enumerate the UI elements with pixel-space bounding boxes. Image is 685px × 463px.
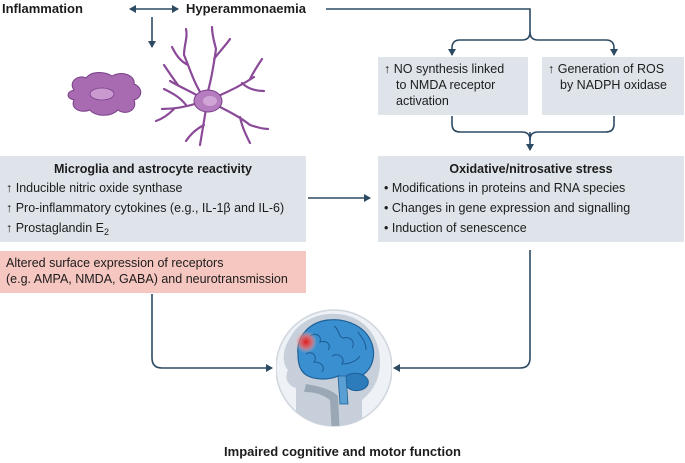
left-to-head-arrow [151, 294, 273, 372]
inflammation-label: Inflammation [2, 1, 83, 16]
merge-left-arrow [451, 116, 531, 141]
microglia-astrocyte-box: Microglia and astrocyte reactivity ↑ Ind… [0, 156, 306, 242]
prostaglandin-text: ↑ Prostaglandin E [6, 221, 104, 235]
stress-item: • Induction of senescence [384, 221, 527, 235]
inflammation-spot-icon [295, 331, 317, 353]
receptor-line-2: (e.g. AMPA, NMDA, GABA) and neurotransmi… [6, 272, 288, 286]
ros-line-1: ↑ Generation of ROS [548, 62, 665, 76]
right-to-head-arrow [393, 250, 531, 372]
oxidative-stress-box: Oxidative/nitrosative stress • Modificat… [378, 156, 684, 242]
stress-box-title: Oxidative/nitrosative stress [449, 162, 613, 176]
microglia-item-prostaglandin: ↑ Prostaglandin E2 [6, 218, 300, 242]
stress-item: • Changes in gene expression and signall… [384, 201, 631, 215]
microglia-item: ↑ Inducible nitric oxide synthase [6, 181, 183, 195]
merge-right-arrow [529, 116, 615, 141]
head-brain-icon [276, 309, 392, 427]
microglia-cell-icon [67, 72, 142, 116]
microglia-item: ↑ Pro-inflammatory cytokines (e.g., IL-1… [6, 201, 285, 215]
prostaglandin-subscript: 2 [103, 227, 109, 237]
receptor-expression-box: Altered surface expression of receptors … [0, 251, 306, 293]
no-synthesis-box: ↑ NO synthesis linked to NMDA receptor a… [378, 57, 528, 115]
no-synthesis-line-1: ↑ NO synthesis linked [384, 62, 505, 76]
branch-right-arrow [529, 31, 618, 56]
hyperammonaemia-branch-arrow [326, 8, 531, 32]
no-synthesis-line-3: activation [396, 94, 449, 108]
ros-line-2: by NADPH oxidase [560, 78, 667, 92]
no-synthesis-line-2: to NMDA receptor [396, 78, 496, 92]
stress-item: • Modifications in proteins and RNA spec… [384, 181, 626, 195]
receptor-line-1: Altered surface expression of receptors [6, 256, 224, 270]
ros-box: ↑ Generation of ROS by NADPH oxidase [542, 57, 684, 115]
astrocyte-cell-icon [154, 25, 270, 147]
hyperammonaemia-label: Hyperammonaemia [186, 1, 306, 16]
outcome-label: Impaired cognitive and motor function [224, 444, 461, 459]
branch-left-arrow [448, 31, 531, 56]
microglia-box-title: Microglia and astrocyte reactivity [54, 162, 252, 176]
